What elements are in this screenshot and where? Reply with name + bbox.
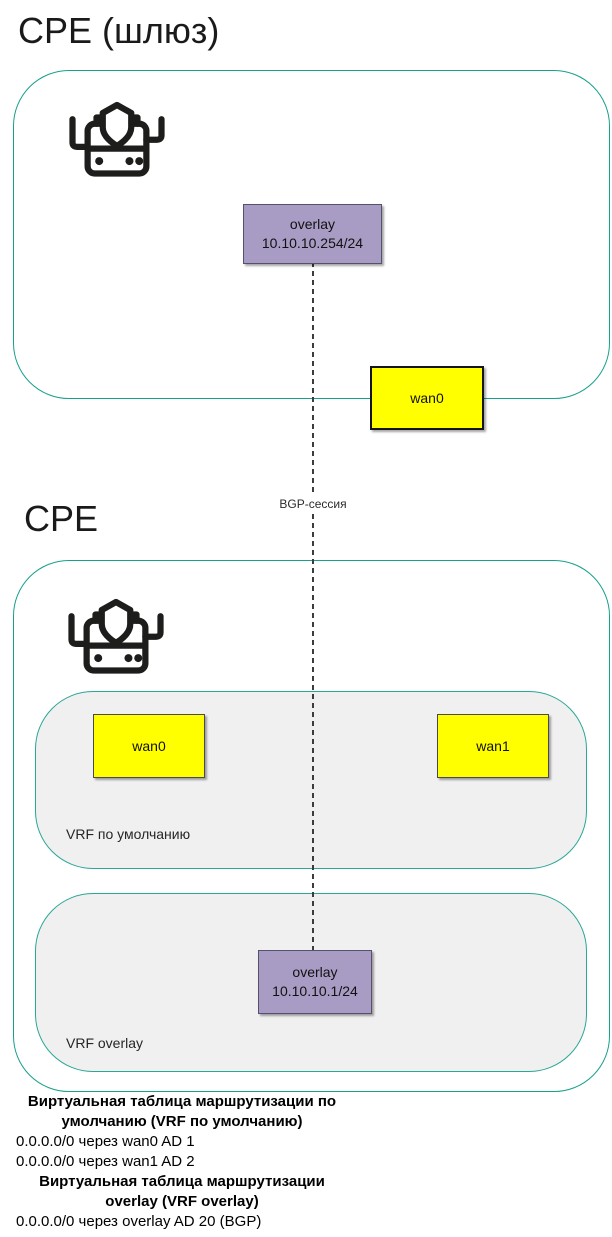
gateway-wan0-interface: wan0 — [370, 366, 484, 430]
interface-name: wan0 — [132, 737, 166, 754]
routing-tables: Виртуальная таблица маршрутизации по умо… — [16, 1092, 348, 1232]
routing-table-overlay-title-line2: overlay (VRF overlay) — [105, 1193, 259, 1210]
vrf-default-label: VRF по умолчанию — [66, 826, 191, 842]
cpe-wan0-interface: wan0 — [93, 714, 205, 778]
router-shield-icon — [68, 598, 164, 674]
routing-table-overlay-title-line1: Виртуальная таблица маршрутизации — [39, 1173, 325, 1190]
interface-ip: 10.10.10.254/24 — [261, 235, 364, 251]
cpe-wan1-interface: wan1 — [437, 714, 549, 778]
routing-table-default-route2: 0.0.0.0/0 через wan1 AD 2 — [16, 1153, 195, 1170]
bgp-session-label: BGP-сессия — [275, 496, 351, 512]
cpe-title: CPE — [24, 498, 99, 539]
gateway-title: CPE (шлюз) — [18, 10, 220, 51]
interface-name: overlay — [292, 964, 338, 980]
interface-ip: 10.10.10.1/24 — [272, 983, 358, 999]
gateway-overlay-interface: overlay 10.10.10.254/24 — [243, 204, 382, 264]
interface-name: overlay — [289, 216, 336, 232]
interface-name: wan1 — [476, 737, 510, 754]
vrf-overlay-label: VRF overlay — [66, 1035, 144, 1051]
cpe-overlay-interface: overlay 10.10.10.1/24 — [258, 950, 372, 1014]
routing-table-default-title-line2: умолчанию (VRF по умолчанию) — [61, 1113, 303, 1130]
routing-table-default-title-line1: Виртуальная таблица маршрутизации по — [27, 1093, 337, 1110]
interface-name: wan0 — [410, 389, 444, 406]
bgp-session-line — [312, 262, 314, 950]
router-shield-icon — [69, 101, 165, 177]
routing-table-overlay-route1: 0.0.0.0/0 через overlay AD 20 (BGP) — [16, 1213, 262, 1230]
routing-table-default-route1: 0.0.0.0/0 через wan0 AD 1 — [16, 1133, 195, 1150]
